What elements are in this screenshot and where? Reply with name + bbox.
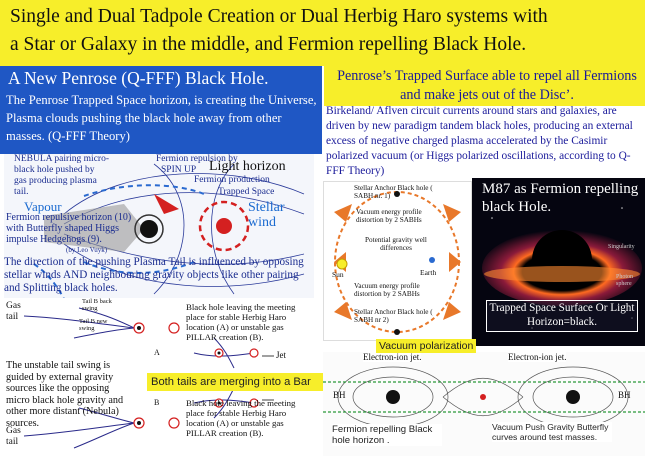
trapped-surface-title: Penrose’s Trapped Surface able to repel …	[332, 67, 642, 105]
earth-label: Earth	[420, 268, 436, 277]
bh-right-label: BH	[618, 390, 631, 400]
unstable-text: The unstable tail swing is guided by ext…	[6, 360, 128, 429]
m87-title: M87 as Fermion repelling black Hole.	[482, 180, 642, 216]
bh-left-label: BH	[333, 390, 346, 400]
gas-tail-top-label: Gas tail	[6, 301, 34, 323]
penrose-black-hole-box: A New Penrose (Q-FFF) Black Hole. The Pe…	[0, 66, 322, 154]
direction-text: The direction of the pushing Plasma Tail…	[4, 256, 316, 295]
label-b: B	[154, 398, 159, 407]
sun-label: Sun	[332, 270, 344, 279]
fermion-production-label: Fermion production	[194, 175, 270, 186]
vacuum-push-label: Vacuum Push Gravity Butterfly curves aro…	[492, 422, 612, 442]
merging-label: Both tails are merging into a Bar	[147, 373, 327, 391]
photon-sphere-label: Photon sphere	[616, 274, 644, 288]
anchor-2-label: Stellar Anchor Black hole ( SABH nr 2)	[354, 308, 436, 324]
penrose-title: A New Penrose (Q-FFF) Black Hole.	[8, 68, 269, 89]
anchor-1-label: Stellar Anchor Black hole ( SABH nr. 1)	[354, 184, 434, 200]
tail-b-new-label: Tail B new swing	[79, 318, 119, 332]
profile-2-label: Vacuum energy profile distortion by 2 SA…	[354, 282, 436, 298]
penrose-body: The Penrose Trapped Space horizon, is cr…	[6, 91, 318, 145]
label-a: A	[154, 348, 160, 357]
tail-b-back-label: Tail B back swing	[82, 298, 122, 312]
trapped-space-label: Trapped Space	[218, 187, 274, 198]
repulsive-horizon-label: Fermion repulsive horizon (10) with Butt…	[6, 212, 136, 245]
title-banner: Single and Dual Tadpole Creation or Dual…	[0, 0, 645, 66]
banner-title: Single and Dual Tadpole Creation or Dual…	[10, 3, 640, 59]
electron-jet-right: Electron-ion jet.	[508, 352, 566, 362]
trapped-surface-box: Penrose’s Trapped Surface able to repel …	[324, 66, 645, 106]
nebula-text: NEBULA pairing micro-black hole pushed b…	[14, 154, 109, 198]
jet-label: Jet	[276, 350, 286, 360]
profile-1-label: Vacuum energy profile distortion by 2 SA…	[356, 208, 436, 224]
electron-jet-left: Electron-ion jet.	[363, 352, 421, 362]
light-horizon-label: Light horizon	[209, 159, 286, 175]
by-leo-label: (by Leo Vuyk)	[66, 245, 107, 256]
potential-label: Potential gravity well differences	[364, 236, 428, 252]
leaving-bottom-text: Black hole leaving the meeting place for…	[186, 398, 308, 438]
gas-tail-bottom-label: Gas tail	[6, 426, 34, 448]
sabh-diagram: Stellar Anchor Black hole ( SABH nr. 1) …	[323, 181, 472, 341]
banner-line-2: a Star or Galaxy in the middle, and Ferm…	[10, 31, 640, 59]
banner-line-1: Single and Dual Tadpole Creation or Dual…	[10, 3, 640, 31]
fermion-repelling-label: Fermion repelling Black hole horizon .	[332, 424, 442, 446]
singularity-label: Singularity	[608, 244, 635, 250]
birkeland-text: Birkeland/ Aflven circuit currents aroun…	[326, 104, 642, 179]
leaving-top-text: Black hole leaving the meeting place for…	[186, 302, 308, 342]
m87-image: M87 as Fermion repelling black Hole. Sin…	[472, 178, 645, 346]
m87-caption: Trapped Space Surface Or Light Horizon=b…	[486, 300, 638, 332]
vacuum-polarization-label: Vacuum polarization	[376, 339, 476, 353]
stellar-wind-label: Stellar wind	[248, 200, 308, 230]
spin-up-label: SPIN UP	[161, 165, 196, 176]
